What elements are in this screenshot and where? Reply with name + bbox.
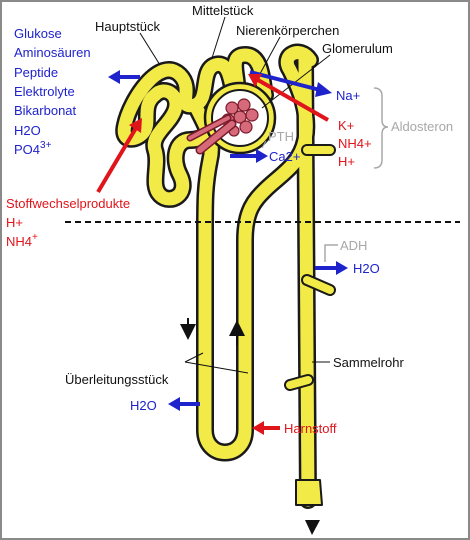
label-nierenkoerperchen: Nierenkörperchen [236, 23, 339, 38]
urea-label: Harnstoff [284, 421, 337, 436]
secreted-h: H+ [6, 215, 23, 230]
ion-na: Na+ [336, 88, 360, 103]
ion-h: H+ [338, 154, 355, 169]
secreted-list: Stoffwechselprodukte H+ NH4+ [6, 196, 130, 249]
pth-leader [261, 140, 267, 149]
secreted-nh4: NH4+ [6, 232, 38, 249]
label-glomerulum: Glomerulum [322, 41, 393, 56]
label-adh: ADH [340, 238, 367, 253]
ion-ca: Ca2+ [269, 149, 300, 164]
label-pth: PTH [268, 129, 294, 144]
ion-nh4: NH4+ [338, 136, 372, 151]
ion-k: K+ [338, 118, 354, 133]
adh-leader [324, 244, 338, 262]
renal-corpuscle [186, 81, 277, 155]
secreted-title: Stoffwechselprodukte [6, 196, 130, 211]
reabsorbed-item: Glukose [14, 26, 62, 41]
loop-water: H2O [130, 398, 157, 413]
reabsorbed-h2o: H2O [14, 123, 41, 138]
adh-water: H2O [353, 261, 380, 276]
water-urea: H2O H2O Harnstoff [130, 261, 380, 436]
label-hauptstueck: Hauptstück [95, 19, 161, 34]
reabsorbed-item: Aminosäuren [14, 45, 91, 60]
reabsorbed-list: Glukose Aminosäuren Peptide Elektrolyte … [14, 26, 91, 157]
label-ueberleitungsstueck: Überleitungsstück [65, 372, 169, 387]
reabsorbed-item: Peptide [14, 65, 58, 80]
transport-arrows [96, 70, 348, 435]
reabsorbed-po4: PO43+ [14, 140, 52, 157]
label-sammelrohr: Sammelrohr [333, 355, 404, 370]
reabsorbed-item: Elektrolyte [14, 84, 75, 99]
aldosteron-brace [373, 87, 389, 169]
label-aldosteron: Aldosteron [391, 119, 453, 134]
flow-arrows [180, 318, 320, 535]
reabsorbed-item: Bikarbonat [14, 103, 77, 118]
label-mittelstueck: Mittelstück [192, 3, 254, 18]
distal-exchange: Na+ K+ NH4+ H+ Ca2+ [269, 88, 372, 169]
